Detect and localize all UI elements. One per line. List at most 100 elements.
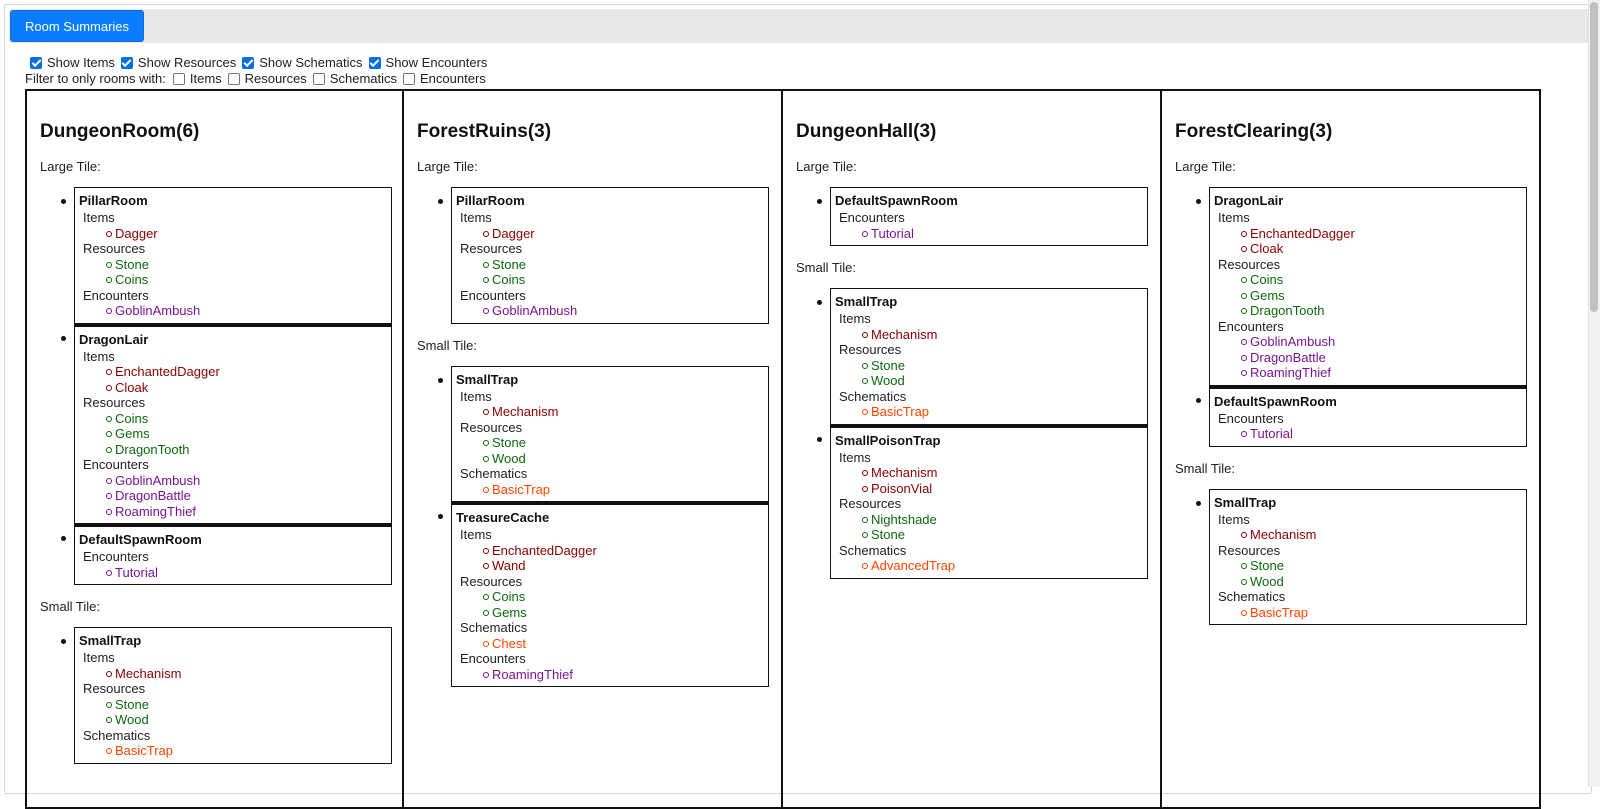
resources-entry: Coins (456, 272, 764, 288)
encounters-entry: DragonBattle (79, 488, 387, 504)
resources-entry: Stone (835, 358, 1143, 374)
encounters-entry: RoamingThief (1214, 365, 1522, 381)
resources-entry: Stone (456, 257, 764, 273)
filter-schematics-option[interactable]: Schematics (311, 71, 397, 87)
schematics-entry-label: BasicTrap (115, 743, 174, 758)
schematics-entry-label: BasicTrap (1250, 604, 1309, 620)
encounters-entry: RoamingThief (456, 667, 764, 683)
schematics-entry-label: AdvancedTrap (871, 558, 956, 573)
category-resources-label: Resources (83, 241, 146, 256)
encounters-entry: GoblinAmbush (79, 473, 387, 489)
schematics-entry: BasicTrap (835, 404, 1143, 420)
items-entry-label: Mechanism (492, 404, 559, 419)
category-encounters-label: Encounters (83, 287, 149, 303)
items-entry-label: Dagger (115, 225, 158, 241)
vertical-scrollbar[interactable] (1588, 0, 1600, 787)
show-show-items-option[interactable]: Show Items (28, 55, 115, 71)
category-resources-label: Resources (460, 241, 523, 256)
items-entry: Mechanism (835, 327, 1143, 343)
schematics-entry: BasicTrap (79, 743, 387, 759)
tab-room-summaries[interactable]: Room Summaries (10, 10, 145, 42)
tab-bar: Room Summaries (9, 9, 1593, 43)
filter-schematics-label: Schematics (329, 71, 398, 86)
category-schematics-label: Schematics (839, 542, 907, 558)
scrollbar-thumb[interactable] (1590, 2, 1598, 312)
encounters-entry-label: Tutorial (871, 225, 914, 241)
show-show-encounters-option[interactable]: Show Encounters (367, 55, 487, 71)
show-show-encounters-checkbox[interactable] (368, 57, 381, 69)
resources-entry: Stone (835, 527, 1143, 543)
items-entry: Mechanism (835, 465, 1143, 481)
encounters-entry-label: GoblinAmbush (1250, 334, 1336, 349)
filter-schematics-checkbox[interactable] (312, 73, 325, 85)
filter-resources-option[interactable]: Resources (226, 71, 307, 87)
encounters-entry: GoblinAmbush (1214, 334, 1522, 350)
encounters-entry-label: Tutorial (115, 564, 158, 580)
filter-resources-label: Resources (244, 71, 307, 86)
filter-encounters-checkbox[interactable] (403, 73, 416, 85)
items-entry: Cloak (79, 380, 387, 396)
resources-entry-label: Stone (115, 256, 149, 272)
encounters-entry: DragonBattle (1214, 350, 1522, 366)
resources-entry: Wood (79, 712, 387, 728)
category-encounters-label: Encounters (1218, 410, 1284, 426)
resources-entry-label: Nightshade (871, 511, 937, 527)
category-items-label: Items (460, 388, 492, 404)
zone-column: DungeonHall(3)Large Tile:DefaultSpawnRoo… (783, 89, 1162, 809)
filter-items-option[interactable]: Items (171, 71, 222, 87)
encounters-entry: GoblinAmbush (79, 303, 387, 319)
resources-entry-label: Wood (115, 712, 149, 727)
schematics-entry-label: BasicTrap (492, 481, 551, 497)
show-show-resources-option[interactable]: Show Resources (119, 55, 236, 71)
show-show-items-checkbox[interactable] (30, 57, 42, 69)
resources-entry: Stone (79, 697, 387, 713)
tile-size-label: Small Tile: (417, 337, 477, 353)
category-resources-label: Resources (839, 342, 902, 357)
resources-entry: Gems (1214, 288, 1522, 304)
tile-size-label: Large Tile: (40, 159, 101, 174)
items-entry-label: Mechanism (1250, 527, 1317, 542)
room-name: DragonLair (79, 331, 149, 347)
show-show-schematics-option[interactable]: Show Schematics (240, 55, 363, 71)
items-entry: Mechanism (1214, 527, 1522, 543)
filter-items-checkbox[interactable] (172, 73, 185, 85)
category-resources-label: Resources (83, 395, 146, 410)
encounters-entry-label: DragonBattle (115, 488, 191, 503)
show-show-resources-checkbox[interactable] (120, 57, 133, 69)
filter-encounters-option[interactable]: Encounters (401, 71, 486, 87)
encounters-entry-label: RoamingThief (115, 503, 196, 519)
resources-entry-label: Wood (492, 450, 526, 466)
tile-size-label: Large Tile: (796, 159, 857, 174)
category-items-label: Items (1218, 511, 1250, 527)
resources-entry-label: Gems (1250, 287, 1285, 303)
filter-resources-checkbox[interactable] (227, 73, 240, 85)
resources-entry: Stone (456, 435, 764, 451)
category-schematics-label: Schematics (839, 388, 907, 404)
resources-entry: Wood (1214, 574, 1522, 590)
show-show-schematics-checkbox[interactable] (242, 57, 255, 69)
room-name: SmallTrap (835, 294, 898, 309)
category-items-label: Items (460, 210, 492, 225)
schematics-entry: AdvancedTrap (835, 558, 1143, 574)
resources-entry-label: Stone (871, 527, 905, 542)
items-entry: Mechanism (79, 666, 387, 682)
resources-entry: Gems (79, 426, 387, 442)
category-schematics-label: Schematics (460, 466, 528, 481)
resources-entry-label: DragonTooth (1250, 303, 1325, 318)
